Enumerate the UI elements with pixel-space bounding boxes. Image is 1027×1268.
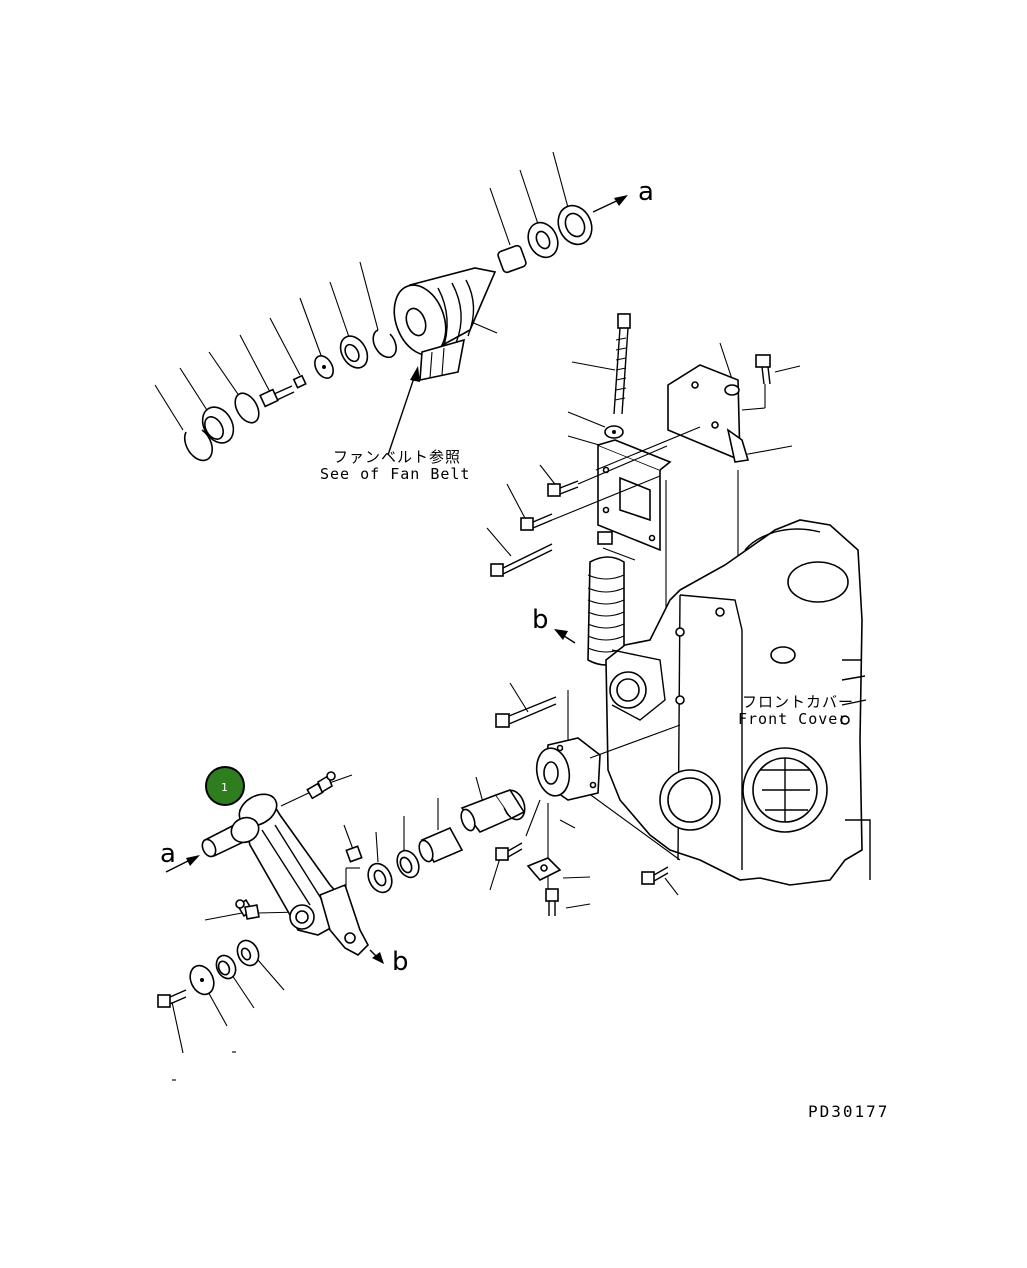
ref-a-top: a	[638, 177, 654, 207]
front-cover-label-jp: フロントカバー	[742, 693, 854, 711]
part-code: PD30177	[808, 1102, 889, 1121]
bracket-assembly	[486, 313, 801, 666]
ref-b-mid: b	[532, 605, 549, 635]
front-cover-label-en: Front Cover	[738, 710, 848, 728]
callout-number: 1	[221, 781, 228, 794]
grease-nipple-top	[306, 771, 336, 800]
grease-nipple-lower	[235, 898, 260, 920]
ref-b-low: b	[392, 947, 409, 977]
engine-front-cover	[605, 519, 871, 886]
pulley	[393, 267, 497, 382]
callout-marker-1[interactable]: 1	[205, 766, 245, 806]
ref-a-left: a	[160, 839, 176, 869]
lower-arm-assembly	[157, 682, 681, 1081]
upper-pulley-assembly	[154, 151, 628, 462]
tension-arm	[201, 793, 369, 956]
fan-belt-label-en: See of Fan Belt	[320, 465, 470, 483]
fan-belt-label-jp: ファンベルト参照	[333, 448, 461, 466]
rubber-boot	[587, 556, 625, 666]
